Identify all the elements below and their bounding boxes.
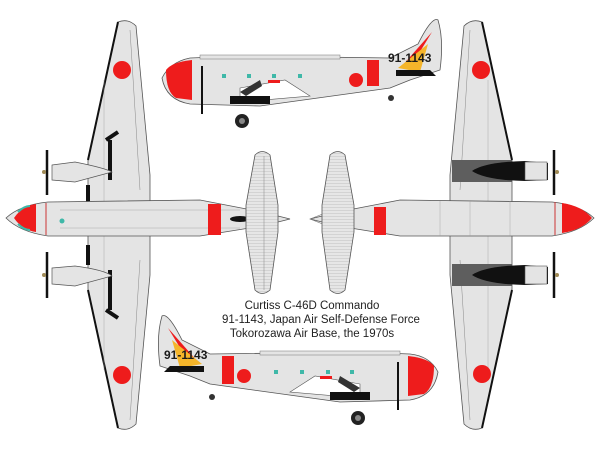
hinomaru-icon (237, 369, 251, 383)
caption: Curtiss C-46D Commando 91-1143, Japan Ai… (222, 299, 420, 341)
caption-aircraft-type: Curtiss C-46D Commando (244, 300, 380, 312)
registration-bottom: 91-1143 (164, 348, 208, 362)
caption-base-era: Tokorozawa Air Base, the 1970s (229, 328, 395, 340)
side-profile-top: 91-1143 (161, 19, 442, 128)
hinomaru-icon (113, 366, 131, 384)
hinomaru-icon (472, 61, 490, 79)
caption-serial-operator: 91-1143, Japan Air Self-Defense Force (222, 314, 420, 326)
hinomaru-icon (113, 61, 131, 79)
hinomaru-icon (349, 73, 363, 87)
plan-view-right (309, 20, 595, 430)
hinomaru-icon (473, 365, 491, 383)
registration-top: 91-1143 (388, 51, 432, 65)
plan-view-left (5, 20, 291, 430)
side-profile-bottom: 91-1143 (158, 315, 439, 425)
